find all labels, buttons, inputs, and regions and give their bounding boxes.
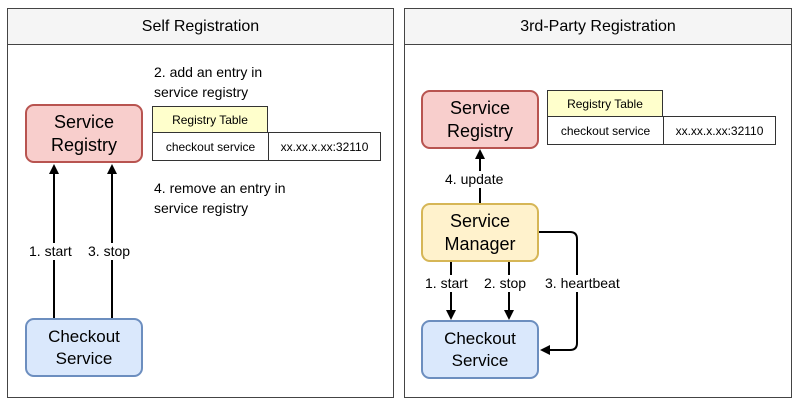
service-registry-node: Service Registry [25,104,143,163]
panel-title: Self Registration [8,9,393,45]
add-entry-note: 2. add an entry in service registry [154,64,263,100]
edge-stop-label: 3. stop [88,243,131,260]
checkout-service-node: Checkout Service [421,320,539,379]
edge-start-label: 1. start [425,275,468,292]
edge-heartbeat-label: 3. heartbeat [545,275,620,292]
remove-entry-note: 4. remove an entry in service registry [154,180,286,216]
panel-title: 3rd-Party Registration [405,9,791,45]
registry-table-key: checkout service [547,116,664,145]
registry-table-key: checkout service [152,132,269,161]
registry-table-header: Registry Table [547,90,663,117]
registry-table-value: xx.xx.x.xx:32110 [268,132,381,161]
service-registry-node: Service Registry [421,90,539,149]
edge-stop-label: 2. stop [484,275,527,292]
edge-start-label: 1. start [29,243,72,260]
edge-update-label: 4. update [445,171,504,188]
service-manager-node: Service Manager [421,203,539,262]
checkout-service-node: Checkout Service [25,318,143,377]
registry-table-value: xx.xx.x.xx:32110 [663,116,776,145]
registry-table-header: Registry Table [152,106,268,133]
